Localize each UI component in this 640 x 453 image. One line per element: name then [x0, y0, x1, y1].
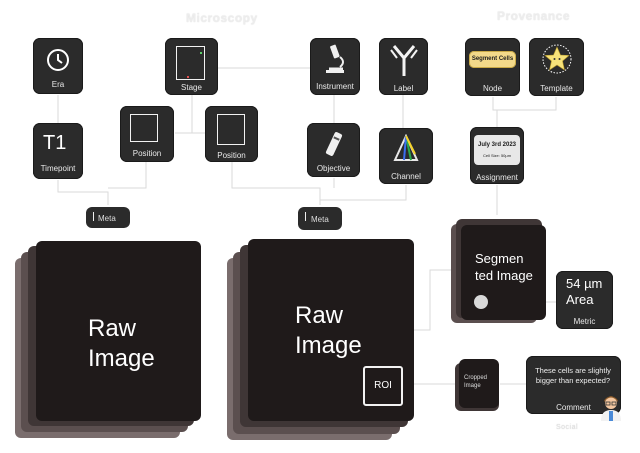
roi-box[interactable]: ROI: [363, 366, 403, 406]
position-label-2: Position: [217, 151, 246, 160]
instrument-label: Instrument: [316, 82, 354, 91]
stage-node[interactable]: Stage: [165, 38, 218, 95]
segmented-title-2: ted Image: [475, 268, 533, 283]
meta-label-1: Meta: [98, 214, 116, 223]
position-label-1: Position: [132, 149, 162, 158]
assignment-card: July 3rd 2023 Cell Size: 50µm: [474, 135, 520, 165]
stage-frame-icon: [176, 46, 205, 80]
raw-image-2-title-1: Raw: [295, 302, 344, 329]
objective-node[interactable]: Objective: [307, 123, 360, 177]
segmented-output-dot[interactable]: [474, 295, 488, 309]
metric-value-2: Area: [566, 292, 594, 307]
raw-image-2-title-2: Image: [295, 332, 362, 359]
section-title-microscopy: Microscopy: [186, 11, 258, 25]
assignment-node[interactable]: July 3rd 2023 Cell Size: 50µm Assignment: [470, 127, 524, 184]
comment-text: These cells are slightly bigger than exp…: [535, 366, 611, 385]
segmented-title-1: Segmen: [475, 251, 524, 266]
era-label: Era: [51, 80, 65, 89]
node-label: Node: [482, 84, 503, 93]
stage-label: Stage: [181, 83, 202, 92]
section-title-social: Social: [556, 424, 579, 431]
era-node[interactable]: Era: [33, 38, 83, 94]
scientist-avatar-icon: [601, 396, 621, 421]
cropped-image-label: Cropped Image: [464, 375, 488, 389]
position-node-2[interactable]: Position: [205, 106, 258, 162]
metric-node[interactable]: 54 µm Area Metric: [556, 271, 613, 329]
template-label: Template: [540, 84, 573, 93]
channel-node[interactable]: Channel: [379, 128, 433, 184]
microscope-icon: [326, 44, 344, 73]
node-node[interactable]: Segment Cells Node: [465, 38, 520, 96]
assignment-detail: Cell Size: 50µm: [482, 153, 512, 158]
channel-label: Channel: [391, 172, 421, 181]
meta-node-1[interactable]: Meta: [86, 207, 130, 228]
position-frame-icon: [217, 114, 245, 145]
position-node-1[interactable]: Position: [120, 106, 174, 162]
label-node[interactable]: Label: [379, 38, 428, 95]
raw-image-1-title-1: Raw: [88, 315, 137, 342]
comment-label: Comment: [556, 403, 591, 412]
cropped-image[interactable]: Cropped Image: [459, 359, 499, 408]
assignment-label: Assignment: [476, 173, 518, 182]
timepoint-label: Timepoint: [40, 164, 76, 173]
instrument-node[interactable]: Instrument: [310, 38, 360, 95]
objective-lens-icon: [325, 132, 343, 156]
segmented-image[interactable]: Segmen ted Image: [461, 225, 546, 320]
antibody-icon: [390, 45, 418, 76]
objective-label: Objective: [316, 164, 351, 173]
clock-icon: [47, 49, 69, 71]
metric-value-1: 54 µm: [566, 276, 603, 291]
assignment-date: July 3rd 2023: [477, 142, 517, 148]
meta-node-2[interactable]: Meta: [298, 207, 342, 230]
raw-image-2[interactable]: Raw Image ROI: [248, 239, 414, 421]
section-title-provenance: Provenance: [497, 9, 571, 23]
metric-label: Metric: [573, 317, 596, 326]
position-frame-icon: [130, 114, 158, 142]
meta-cursor-icon: [305, 212, 306, 221]
raw-image-1-title-2: Image: [88, 345, 155, 372]
stage-marker-red: [187, 76, 189, 78]
stage-marker-green: [200, 52, 202, 54]
segment-cells-pill: Segment Cells: [469, 51, 516, 68]
meta-cursor-icon: [93, 212, 94, 221]
star-icon: [542, 44, 572, 74]
timepoint-node[interactable]: T1 Timepoint: [33, 123, 83, 179]
timepoint-value: T1: [43, 132, 67, 154]
template-node[interactable]: Template: [529, 38, 584, 96]
prism-icon: [393, 134, 419, 161]
label-label: Label: [393, 84, 414, 93]
meta-label-2: Meta: [311, 215, 329, 224]
raw-image-1[interactable]: Raw Image: [36, 241, 201, 421]
